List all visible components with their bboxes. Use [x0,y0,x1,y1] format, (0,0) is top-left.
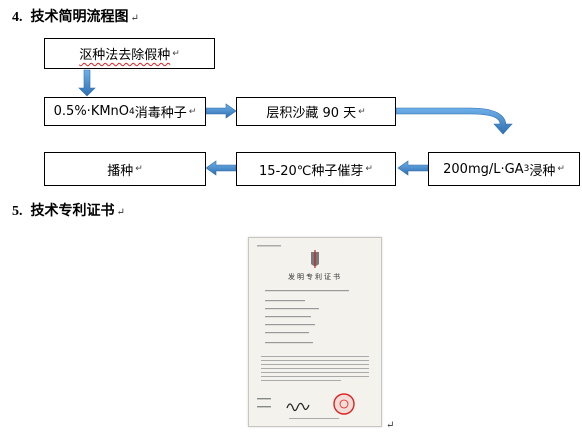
section-4-heading: 4. 技术简明流程图↵ [12,8,139,28]
section-5-heading: 5. 技术专利证书↵ [12,202,125,222]
flow-step-3: 层积沙藏 90 天↵ [236,97,396,126]
step-4-subscript: 3 [523,164,530,174]
section-number: 5. [12,204,23,219]
step-5-label: 15-20℃种子催芽 [259,163,364,179]
certificate-title: 发明专利证书 [288,273,342,281]
section-number: 4. [12,10,23,25]
paragraph-mark: ↵ [557,164,565,174]
arrow-curve [395,107,513,135]
flow-step-6: 播种↵ [44,152,206,186]
paragraph-mark: ↵ [188,106,197,117]
paragraph-mark: ↵ [365,164,373,174]
arrow-right-1 [205,103,237,119]
arrow-left-1 [397,160,429,176]
patent-certificate-image: 发明专利证书 [248,237,382,427]
section-title: 技术专利证书 [30,203,115,219]
step-4-suffix: 浸种 [529,163,556,179]
section-title: 技术简明流程图 [30,9,129,25]
flow-step-5: 15-20℃种子催芽↵ [236,152,396,186]
step-2-suffix: 消毒种子 [134,106,187,121]
arrow-left-2 [205,160,237,176]
flow-step-1: 沤种法去除假种↵ [44,38,215,69]
step-4-prefix: 200mg/L·GA [443,161,524,177]
step-1-label: 沤种法去除假种 [79,48,171,63]
step-2-prefix: 0.5%·KMnO [53,104,130,119]
step-2-subscript: 4 [129,106,135,117]
arrow-down-1 [78,69,96,97]
signature-mark [286,402,310,412]
step-3-label: 层积沙藏 90 天 [266,106,357,121]
flowchart-arrows [78,69,513,176]
paragraph-mark: ↵ [135,164,143,174]
paragraph-mark: ↵ [358,106,366,117]
certificate-artwork [257,245,369,419]
paragraph-mark: ↵ [172,48,180,59]
paragraph-mark: ↵ [130,13,139,24]
official-seal-icon [333,393,355,415]
step-6-label: 播种 [107,163,134,179]
paragraph-mark: ↵ [386,420,395,431]
paragraph-mark: ↵ [116,207,125,218]
certificate-emblem-icon [311,250,319,268]
